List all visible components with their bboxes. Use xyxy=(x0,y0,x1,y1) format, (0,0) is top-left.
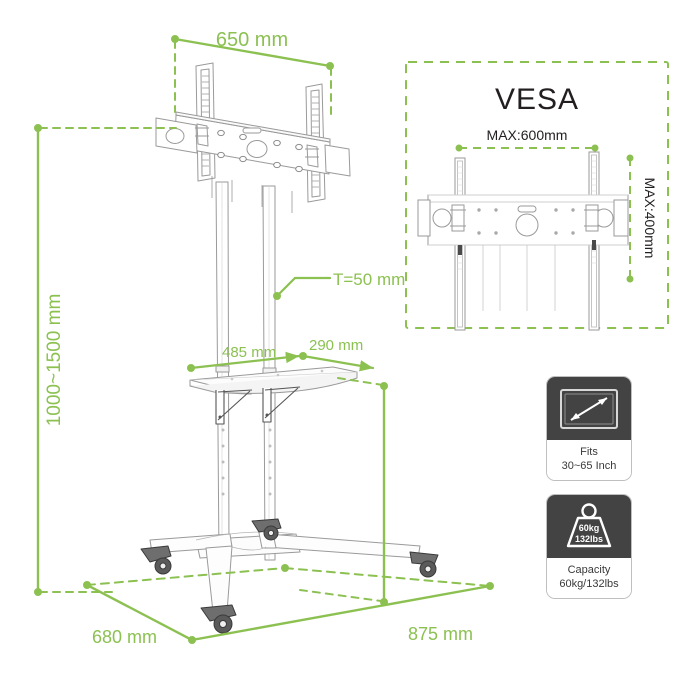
vesa-panel-border xyxy=(405,61,669,329)
caster-front xyxy=(200,604,237,634)
label-height: 1000~1500 mm xyxy=(44,294,65,427)
label-shelf-width: 485 mm xyxy=(222,344,276,361)
label-top-width: 650 mm xyxy=(216,29,288,51)
vesa-title: VESA xyxy=(495,83,579,116)
shelf-bracket-left xyxy=(215,389,253,425)
mount-plate xyxy=(174,111,331,175)
card-fits-line1: Fits xyxy=(580,446,598,458)
vesa-dim-height xyxy=(626,154,634,283)
card-fits-caption: Fits 30~65 Inch xyxy=(547,440,631,481)
label-base-width: 875 mm xyxy=(408,624,473,644)
mount-wing-right xyxy=(324,144,351,177)
tv-diagonal-icon xyxy=(547,377,631,440)
caster-left xyxy=(140,545,172,575)
mount-knuckle-right xyxy=(305,144,319,168)
dim-base-footprint xyxy=(83,564,494,644)
vesa-bracket-art xyxy=(417,151,629,331)
dim-tube-thickness xyxy=(273,276,332,300)
mount-knuckle-left xyxy=(195,123,209,147)
label-shelf-depth: 290 mm xyxy=(309,337,363,354)
dim-shelf-projection xyxy=(337,377,388,606)
card-capacity-caption: Capacity 60kg/132lbs xyxy=(547,558,631,599)
dim-shelf-depth xyxy=(299,352,375,372)
card-capacity-line1: Capacity xyxy=(567,564,611,576)
caster-right xyxy=(409,551,439,578)
mount-wing-left xyxy=(155,117,198,154)
shelf-bracket-right xyxy=(262,386,301,423)
vesa-max-height-label: MAX:400mm xyxy=(642,178,658,259)
card-fits: Fits 30~65 Inch xyxy=(546,376,632,482)
caster-back xyxy=(251,518,282,541)
weight-icon: 60kg 132lbs xyxy=(547,495,631,558)
card-fits-line2: 30~65 Inch xyxy=(561,460,617,473)
weight-icon-kg: 60kg xyxy=(579,523,600,533)
vesa-dim-width xyxy=(455,144,599,152)
dim-shelf-width xyxy=(187,351,301,372)
label-tube-thickness: T=50 mm xyxy=(333,270,405,289)
dim-top-width xyxy=(171,35,334,121)
vesa-max-width-label: MAX:600mm xyxy=(487,127,568,143)
weight-icon-lbs: 132lbs xyxy=(575,534,603,544)
shelf xyxy=(189,366,358,395)
label-base-depth: 680 mm xyxy=(92,627,157,647)
card-capacity-line2: 60kg/132lbs xyxy=(559,578,619,591)
mount-straps xyxy=(211,176,293,213)
card-capacity: 60kg 132lbs Capacity 60kg/132lbs xyxy=(546,494,632,600)
